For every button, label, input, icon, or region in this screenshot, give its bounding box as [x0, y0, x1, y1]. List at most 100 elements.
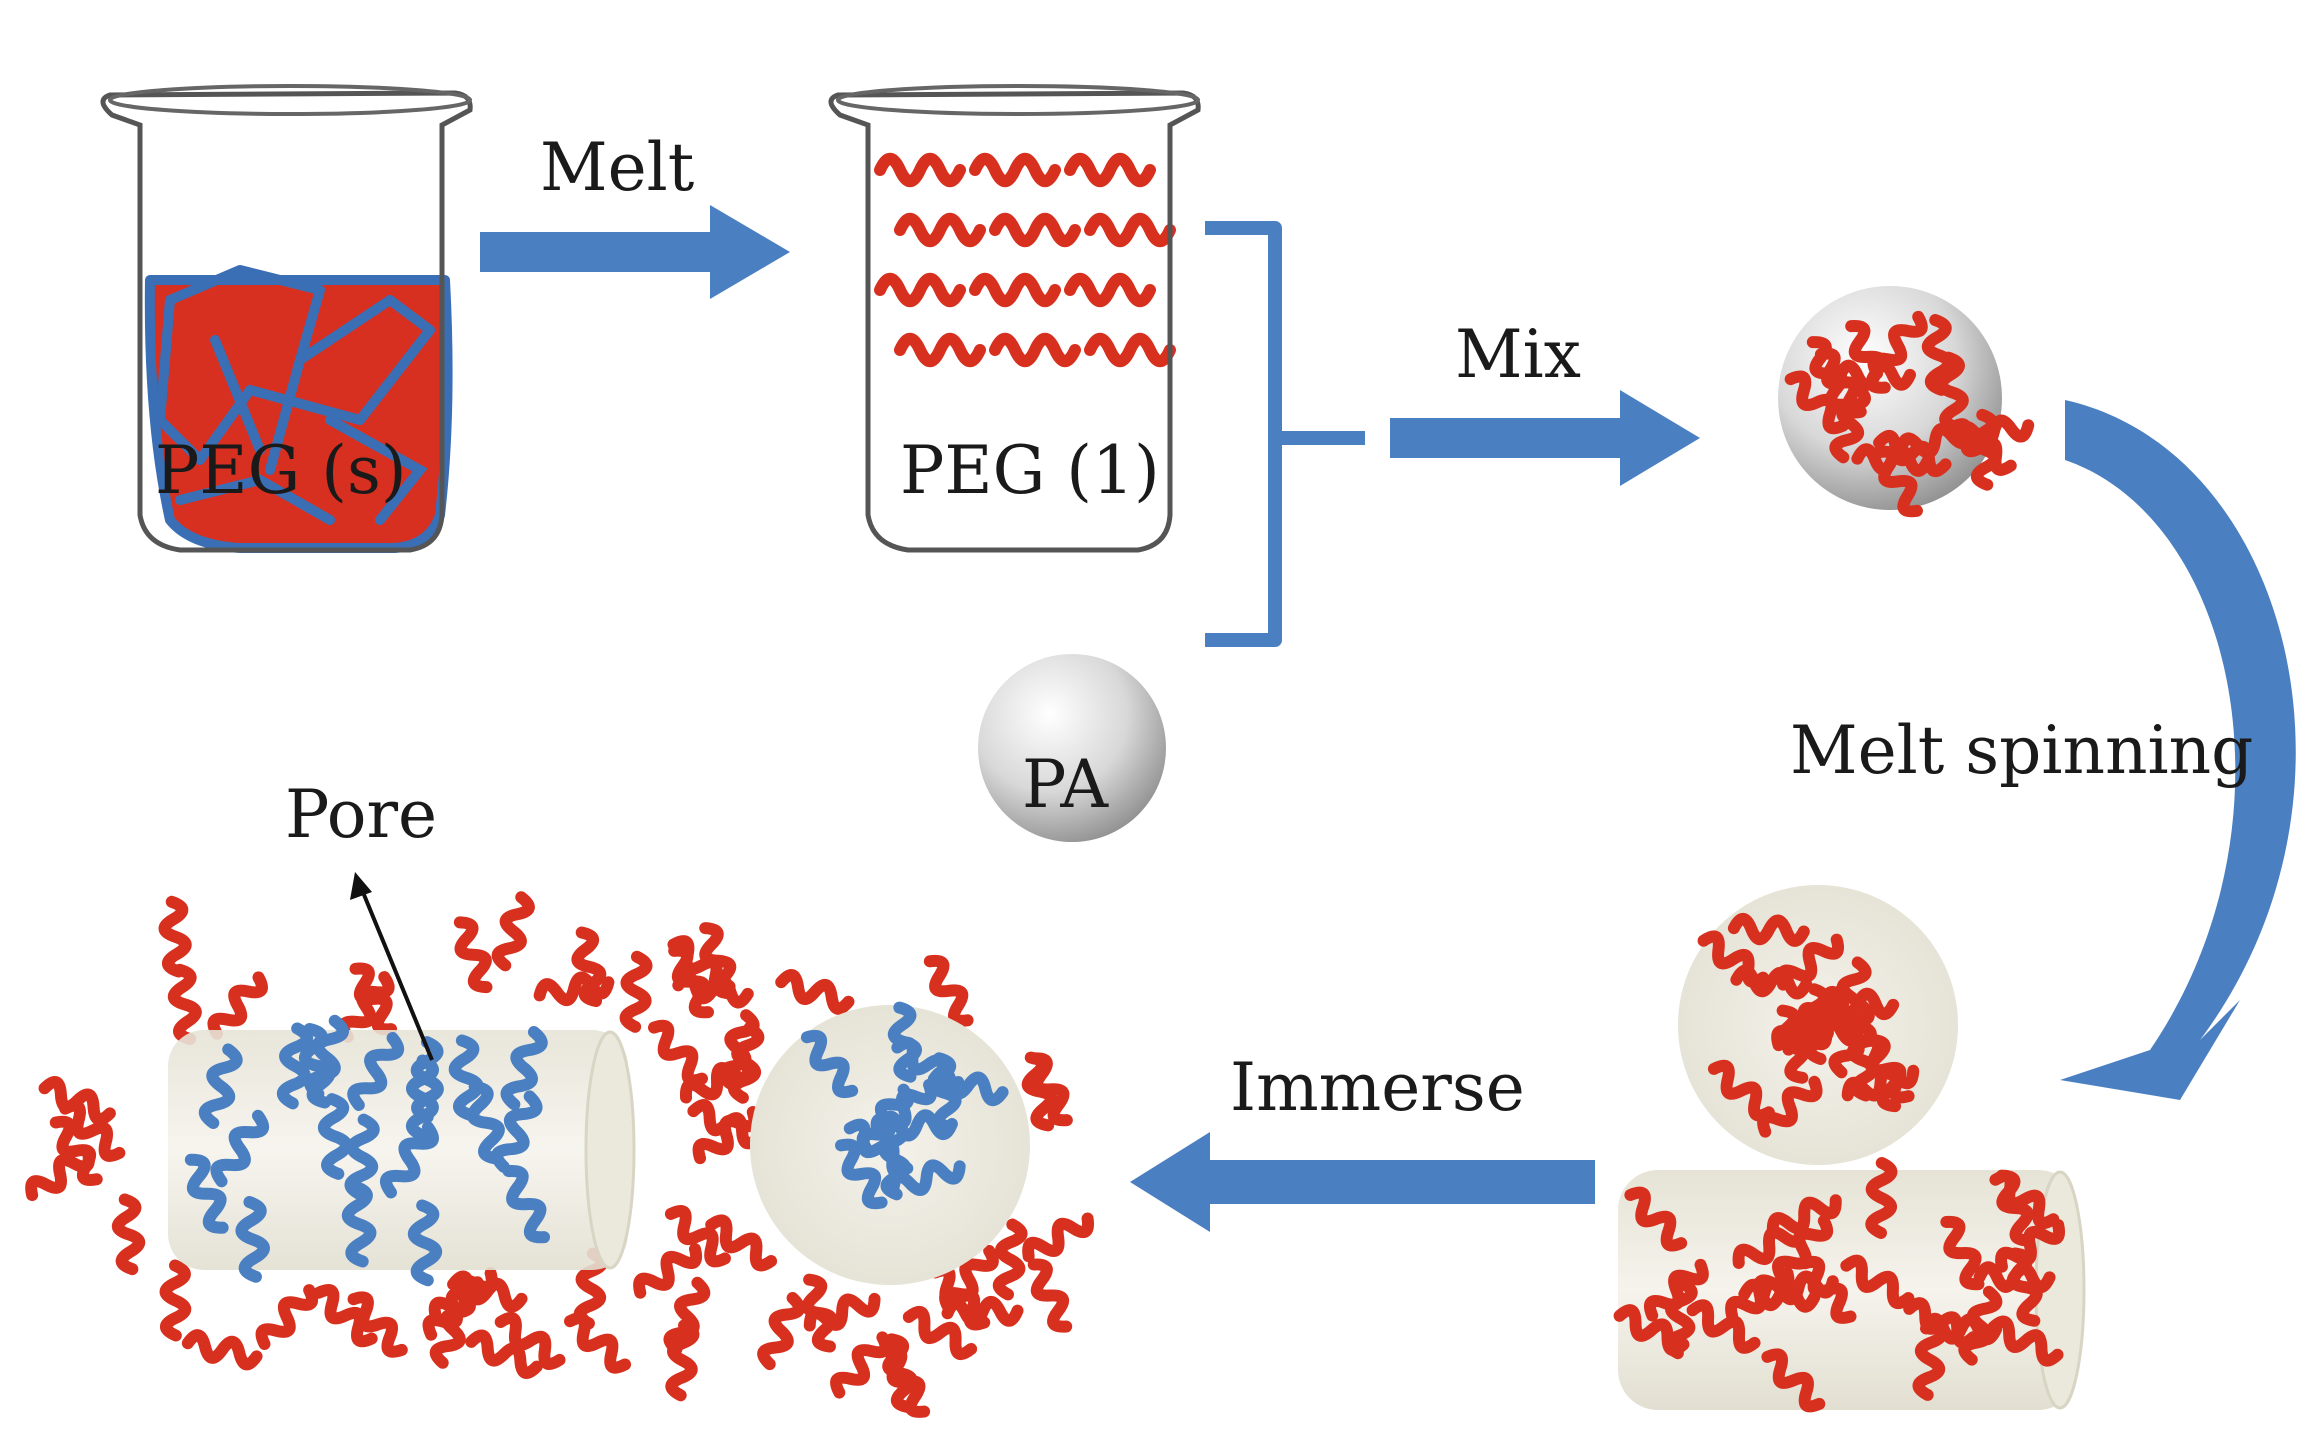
peg-chain [775, 969, 855, 1015]
peg-chain [1799, 1255, 1857, 1324]
peg-chain [1727, 912, 1810, 947]
peg-chain [939, 1244, 999, 1315]
beaker-peg-solid [100, 84, 473, 553]
peg-chain [672, 970, 754, 1009]
peg-chain [1624, 1186, 1688, 1252]
peg-chain [619, 950, 653, 1033]
peg-chain [422, 1276, 487, 1341]
pore-chain [856, 1083, 914, 1156]
peg-chain [1686, 1299, 1761, 1354]
peg-chain [663, 1276, 711, 1356]
peg-chain [969, 273, 1061, 307]
peg-chain [1730, 964, 1813, 1000]
peg-chain [882, 1333, 918, 1414]
peg-chain [111, 1193, 146, 1276]
melt-spinning-label: Melt spinning [1790, 712, 2254, 789]
pore-label: Pore [285, 776, 438, 853]
pore-chain [835, 1138, 888, 1210]
beaker-peg-liquid [828, 84, 1201, 553]
peg-chain [803, 1292, 881, 1332]
combine-bracket [1205, 221, 1365, 647]
peg-chain [494, 1311, 566, 1371]
peg-chain [1935, 351, 1969, 434]
peg-chain [1774, 1004, 1811, 1084]
peg-chain [453, 916, 493, 994]
peg-chain [2006, 1247, 2043, 1327]
pore-chain [344, 1113, 380, 1201]
melt-label: Melt [540, 129, 695, 206]
peg-chain [564, 1312, 632, 1374]
pore-chain [887, 1001, 922, 1083]
peg-chain [1829, 382, 1871, 464]
pore-chain [448, 1034, 484, 1122]
peg-chain [1070, 399, 1150, 421]
peg-chain [349, 962, 398, 1036]
peg-chain [894, 333, 986, 367]
peg-chain [1766, 1194, 1842, 1238]
pore-chain [500, 1026, 548, 1111]
peg-chain [1845, 319, 1891, 394]
peg-chain [1814, 347, 1867, 419]
peg-chain [465, 1329, 543, 1379]
peg-chain [1895, 422, 1975, 459]
peg-chain [989, 333, 1081, 367]
peg-chain [1021, 1051, 1058, 1132]
mixed-sphere [1778, 286, 2035, 518]
peg-chain [38, 1076, 116, 1126]
pore-chain [927, 1052, 962, 1134]
pore-pointer-arrow [350, 872, 434, 1061]
melt-spinning-arrow [2060, 400, 2296, 1100]
pa-label: PA [1022, 746, 1109, 823]
pore-chain [800, 1029, 859, 1099]
peg-chain [1738, 1278, 1821, 1313]
pore-chain [491, 1090, 543, 1173]
peg-chain [312, 1284, 378, 1348]
peg-chain [159, 1259, 192, 1342]
peg-chain [1772, 1214, 1834, 1283]
peg-chain [337, 971, 395, 1043]
peg-chain [969, 153, 1061, 187]
porous-fiber [25, 891, 1095, 1418]
pore-chain [347, 1032, 405, 1112]
peg-chain [1940, 1215, 1985, 1291]
pore-chain [843, 1118, 914, 1179]
peg-chain [255, 1284, 319, 1351]
peg-chain [1968, 408, 2002, 491]
peg-chain [1873, 429, 1952, 478]
peg-chain [757, 1291, 806, 1371]
peg-chain [1761, 1348, 1826, 1413]
peg-chain [1084, 333, 1176, 367]
peg-chain [941, 1296, 1024, 1328]
immerse-arrow [1130, 1132, 1595, 1232]
pore-chain [210, 1109, 270, 1188]
peg-chain [1613, 1304, 1690, 1357]
peg-chain [664, 1205, 731, 1268]
peg-chain [49, 1115, 103, 1187]
peg-chain [880, 399, 960, 421]
pa-sphere [978, 654, 1166, 842]
spun-fiber-cross-section [1678, 885, 1958, 1165]
peg-chain [1841, 1064, 1920, 1102]
pore-chain [184, 1153, 229, 1234]
peg-chain [648, 1019, 708, 1087]
peg-chain [1784, 370, 1850, 435]
pore-chain [235, 1196, 270, 1283]
mix-arrow [1390, 390, 1700, 486]
peg-chain [705, 1214, 778, 1272]
peg-chain [1865, 1156, 1898, 1239]
peg-chain [1840, 1254, 1915, 1310]
peg-chain [571, 926, 607, 1008]
peg-chain [1064, 273, 1156, 307]
peg-chain [447, 1270, 528, 1313]
pore-chain [299, 1023, 336, 1109]
mix-label: Mix [1455, 316, 1581, 393]
peg-chain [1732, 1222, 1806, 1269]
peg-chain [1912, 1319, 1948, 1401]
peg-chain [181, 1329, 263, 1371]
pore-chain [466, 1080, 505, 1165]
peg-chain [728, 1022, 765, 1104]
peg-chain [923, 954, 974, 1027]
melt-arrow [480, 205, 790, 299]
